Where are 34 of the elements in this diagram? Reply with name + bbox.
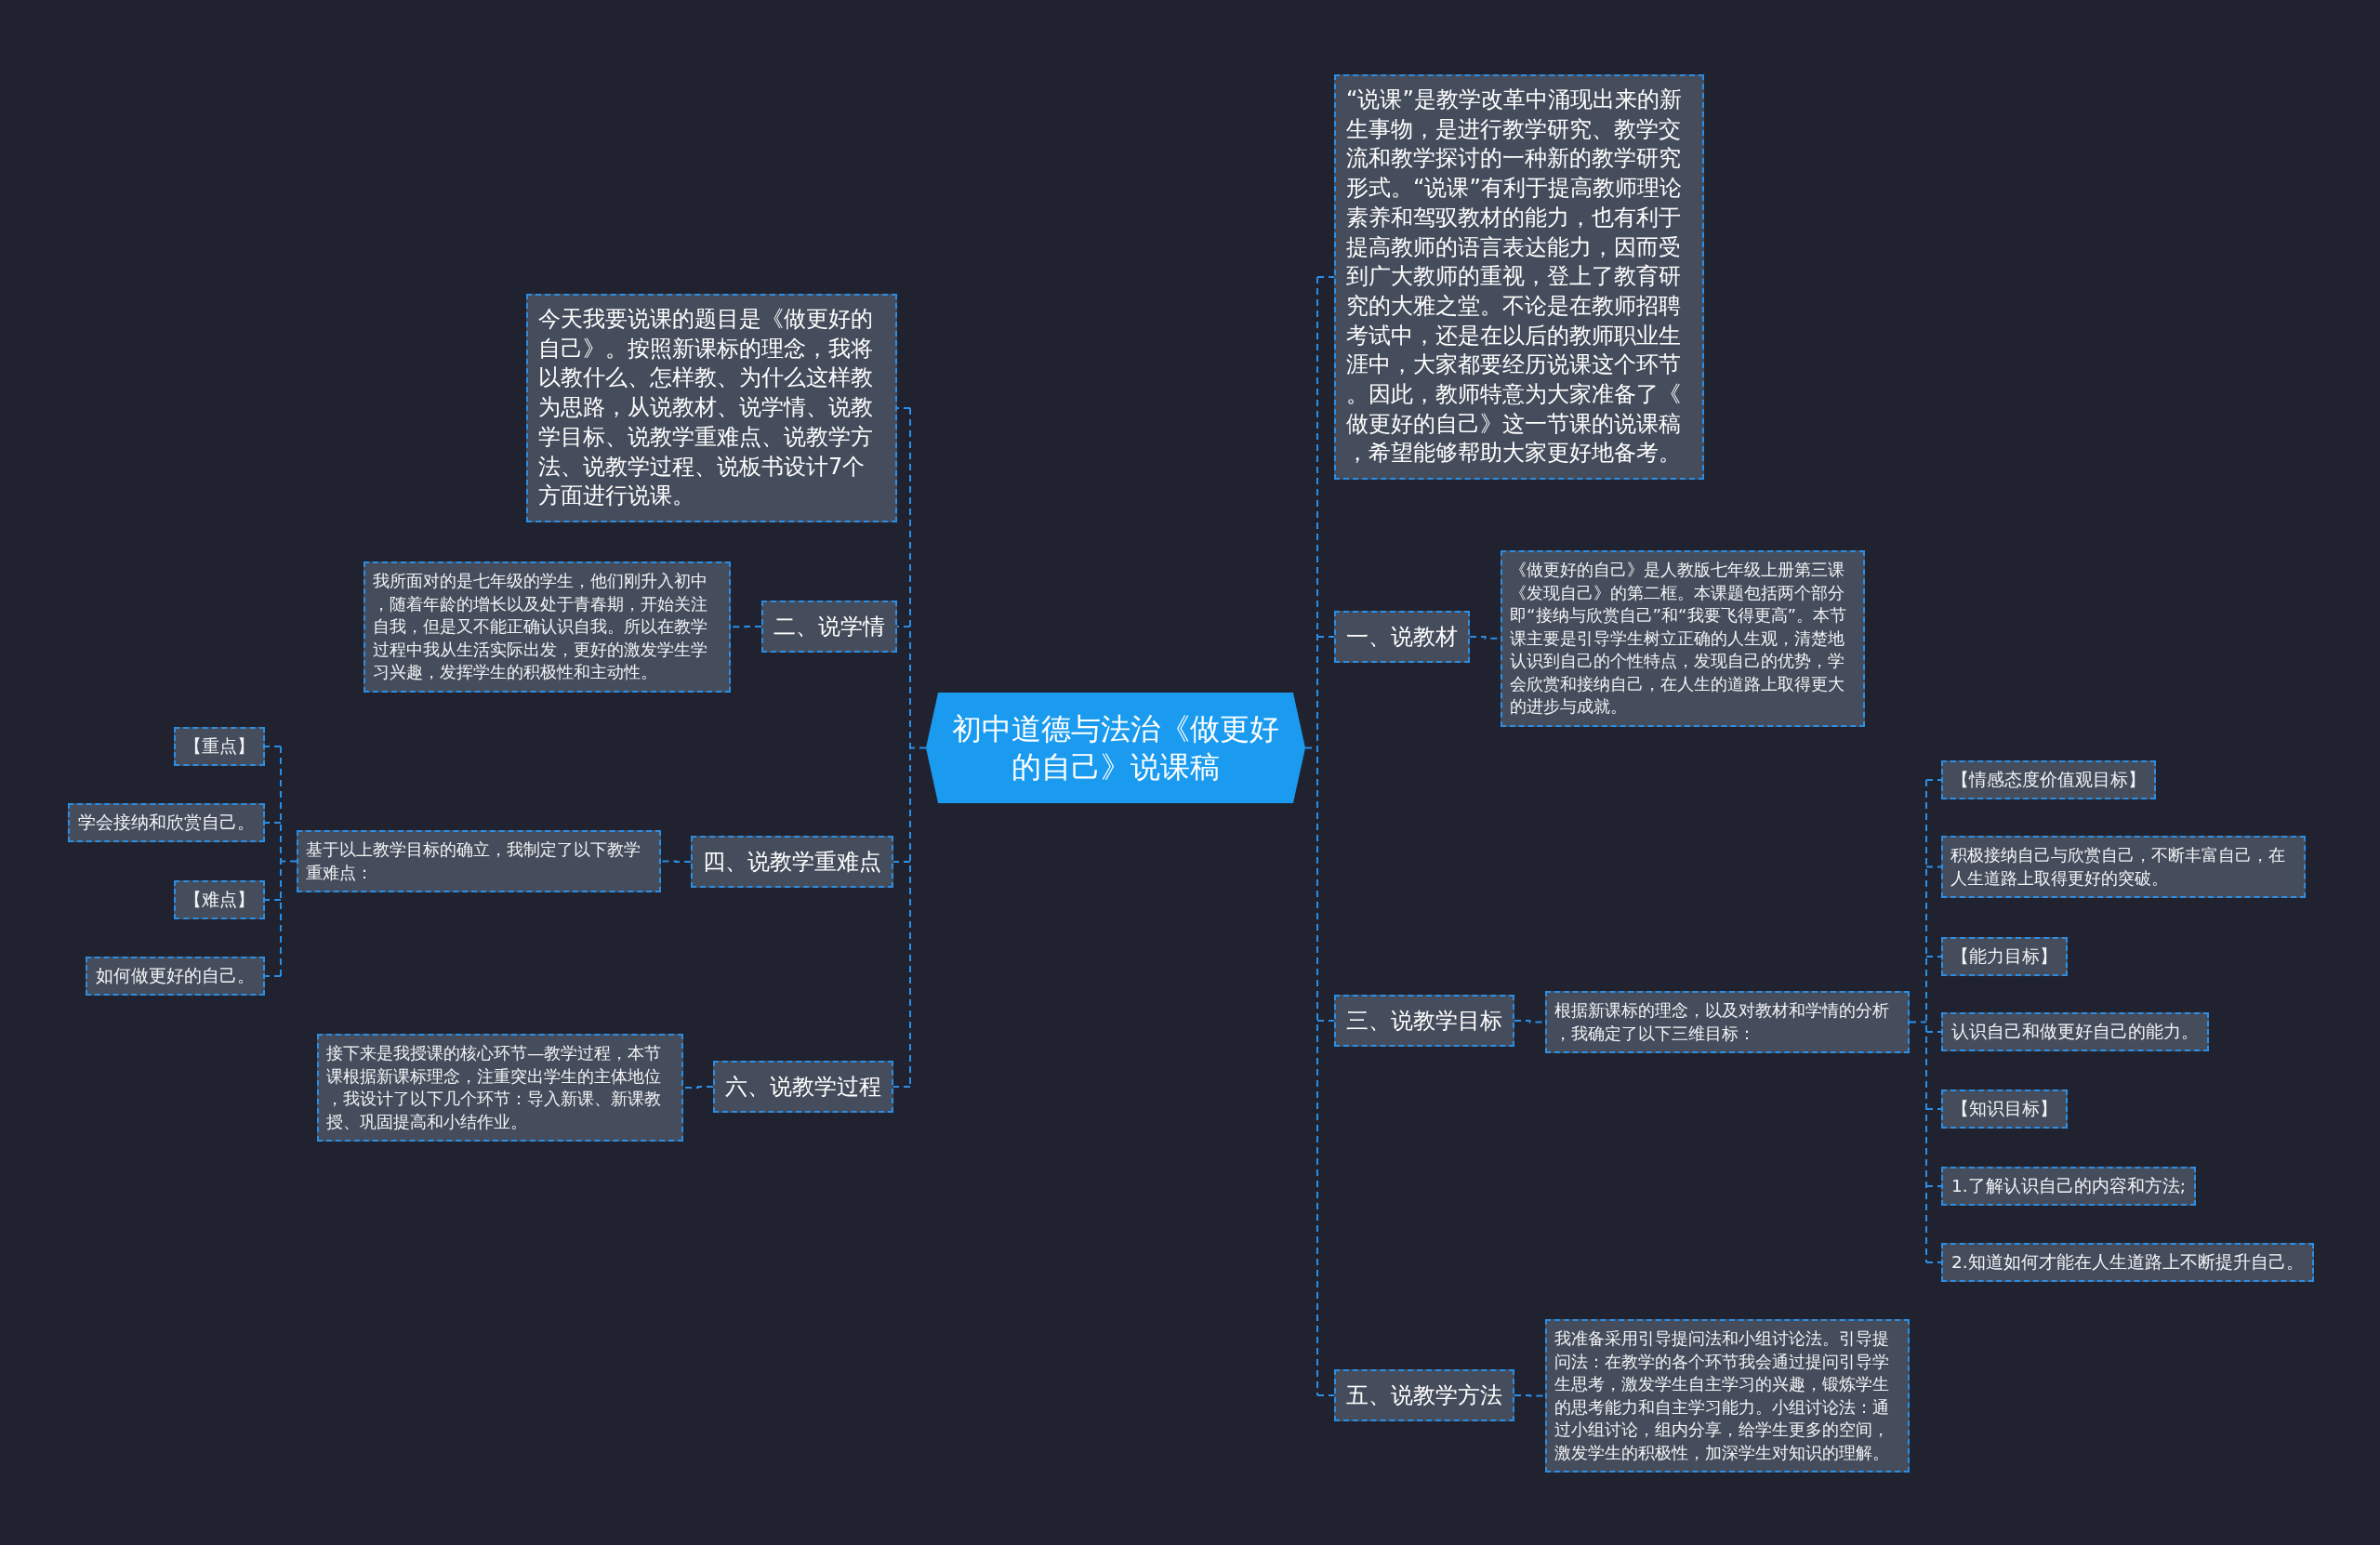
text-box: 接下来是我授课的核心环节—教学过程，本节课根据新课标理念，注重突出学生的主体地位，我设计了以下几个环节：导入新课、新课教授、巩固提高和小结作业。 — [317, 1034, 683, 1142]
topic-box: 五、说教学方法 — [1334, 1369, 1514, 1421]
connector-line — [264, 746, 298, 977]
connector-line — [682, 1086, 714, 1089]
topic-box: 四、说教学重难点 — [691, 836, 893, 888]
subtopic-box: 【情感态度价值观目标】 — [1941, 760, 2156, 799]
subtopic-box: 认识自己和做更好自己的能力。 — [1941, 1012, 2209, 1051]
connector-line — [660, 860, 692, 863]
connector-line — [892, 406, 927, 1088]
subtopic-box: 1.了解认识自己的内容和方法; — [1941, 1167, 2196, 1206]
subtopic-box: 【知识目标】 — [1941, 1089, 2068, 1129]
text-box: 今天我要说课的题目是《做更好的自己》。按照新课标的理念，我将以教什么、怎样教、为什么这样教为思路，从说教材、说学情、说教学目标、说教学重难点、说教学方法、说教学过程、说板书设计7个方面进行说课。 — [526, 294, 897, 522]
topic-box: 二、说学情 — [761, 601, 897, 653]
topic-box: 一、说教材 — [1334, 611, 1470, 663]
topic-box: 六、说教学过程 — [713, 1061, 893, 1113]
connector-line — [1304, 276, 1335, 1396]
subtopic-box: 【重点】 — [174, 727, 265, 766]
text-box: 积极接纳自己与欣赏自己，不断丰富自己，在人生道路上取得更好的突破。 — [1941, 836, 2306, 898]
connector-line — [1909, 779, 1942, 1263]
text-box: 根据新课标的理念，以及对教材和学情的分析，我确定了以下三维目标： — [1545, 991, 1910, 1053]
text-box: 基于以上教学目标的确立，我制定了以下教学重难点： — [297, 830, 661, 892]
central-topic: 初中道德与法治《做更好的自己》说课稿 — [926, 693, 1305, 803]
subtopic-box: 【难点】 — [174, 880, 265, 919]
topic-box: 三、说教学目标 — [1334, 995, 1514, 1047]
connector-line — [1514, 1394, 1546, 1397]
text-box: 我所面对的是七年级的学生，他们刚升入初中，随着年龄的增长以及处于青春期，开始关注自我，但是又不能正确认识自我。所以在教学过程中我从生活实际出发，更好的激发学生学习兴趣，发挥学生的积极性和主动性。 — [364, 561, 731, 693]
text-box: 《做更好的自己》是人教版七年级上册第三课《发现自己》的第二框。本课题包括两个部分即“接纳与欣赏自己”和“我要飞得更高”。本节课主要是引导学生树立正确的人生观，清楚地认识到自己的个性特点，发现自己的优势，学会欣赏和接纳自己，在人生的道路上取得更大的进步与成就。 — [1501, 550, 1865, 727]
subtopic-box: 如何做更好的自己。 — [86, 957, 265, 996]
subtopic-box: 学会接纳和欣赏自己。 — [68, 803, 265, 842]
subtopic-box: 【能力目标】 — [1941, 937, 2068, 976]
text-box: 我准备采用引导提问法和小组讨论法。引导提问法：在教学的各个环节我会通过提问引导学生思考，激发学生自主学习的兴趣，锻炼学生的思考能力和自主学习能力。小组讨论法：通过小组讨论，组内分享，给学生更多的空间，激发学生的积极性，加深学生对知识的理解。 — [1545, 1319, 1910, 1472]
text-box: “说课”是教学改革中涌现出来的新生事物，是进行教学研究、教学交流和教学探讨的一种新的教学研究形式。“说课”有利于提高教师理论素养和驾驭教材的能力，也有利于提高教师的语言表达能力，因而受到广大教师的重视，登上了教育研究的大雅之堂。不论是在教师招聘考试中，还是在以后的教师职业生涯中，大家都要经历说课这个环节。因此，教师特意为大家准备了《做更好的自己》这一节课的说课稿，希望能够帮助大家更好地备考。 — [1334, 74, 1704, 481]
subtopic-box: 2.知道如何才能在人生道路上不断提升自己。 — [1941, 1243, 2314, 1282]
connector-line — [730, 626, 762, 628]
